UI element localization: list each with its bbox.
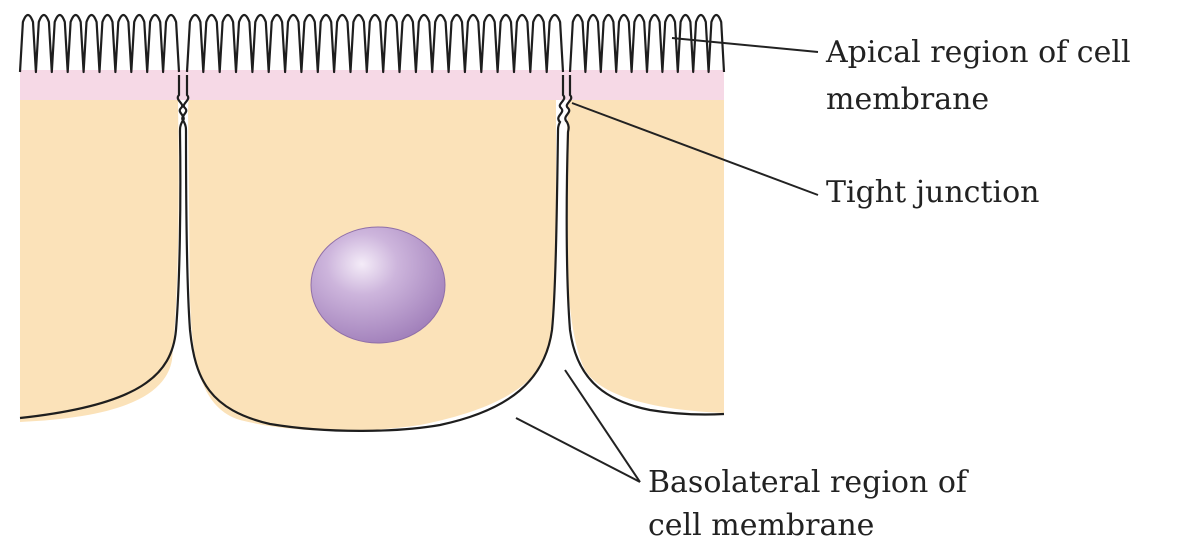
- apical-region-label-line2: membrane: [826, 82, 989, 118]
- basolateral-region-label-line2: cell membrane: [648, 508, 874, 544]
- basolateral-leader-line-left: [516, 418, 640, 482]
- tight-junction-label: Tight junction: [826, 175, 1040, 211]
- apical-region-label-line1: Apical region of cell: [826, 35, 1131, 71]
- apical-band: [20, 70, 724, 100]
- basolateral-region-label-line1: Basolateral region of: [648, 465, 967, 501]
- right-cell-body: [566, 70, 724, 413]
- apical-microvilli-membrane: [20, 15, 724, 72]
- left-cell-body: [20, 70, 179, 422]
- nucleus: [311, 227, 445, 343]
